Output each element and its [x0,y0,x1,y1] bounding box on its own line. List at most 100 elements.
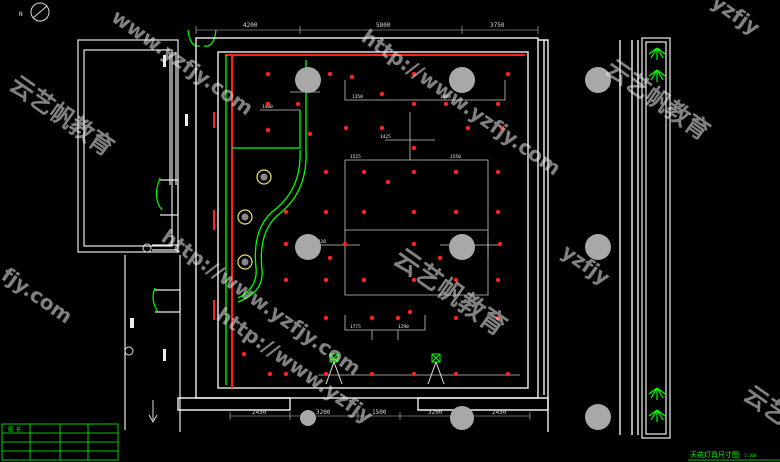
downlight-25 [283,209,289,215]
downlight-34 [497,241,503,247]
dim-bottom-3: 1500 [372,409,387,416]
downlight-19 [323,169,329,175]
dim-interior-1: 1350 [352,94,363,100]
downlight-13 [343,125,349,131]
columns [295,67,611,430]
downlight-1 [265,71,271,77]
watermark-1: www.yzfjy.com [107,4,258,120]
door-swings [152,29,217,313]
top-dimensions [195,26,539,34]
downlight-11 [265,127,271,133]
downlight-27 [361,209,367,215]
downlight-33 [411,241,417,247]
downlight-21 [411,169,417,175]
downlight-53 [453,371,459,377]
downlight-50 [323,371,329,377]
curved-feature-wall [225,55,307,385]
downlight-3 [295,101,301,107]
downlight-42 [495,277,501,283]
downlight-12 [307,131,313,137]
watermark-4: 云艺帆教育 [601,54,715,146]
dim-interior-8: 1290 [398,324,409,330]
downlight-22 [453,169,459,175]
downlight-39 [361,277,367,283]
downlight-32 [342,241,348,247]
dim-interior-10: 1425 [380,134,391,140]
watermark-5: yzfjy [707,0,764,40]
downlight-41 [453,277,459,283]
watermark-2: http://www.yzfjy.com [357,24,565,180]
drawing-title-text: 天花灯具尺寸图 [690,450,739,459]
downlight-20 [361,169,367,175]
dim-top-1: 4200 [243,22,258,29]
downlight-54 [505,371,511,377]
downlight-43 [323,315,329,321]
pendant-fixtures [237,169,272,270]
downlight-36 [437,255,443,261]
right-planting-strip [641,37,671,439]
downlight-18 [411,145,417,151]
downlight-2 [265,101,271,107]
left-annex [77,39,181,432]
downlight-17 [499,125,505,131]
downlight-26 [323,209,329,215]
exit-signs [325,353,445,385]
downlight-31 [283,241,289,247]
downlight-37 [283,277,289,283]
downlight-5 [349,74,355,80]
north-label: N [19,11,23,18]
title-block [1,423,119,461]
watermarks: www.yzfjy.com http://www.yzfjy.com 云艺帆教育… [0,0,780,430]
watermark-9: fjy.com [0,262,77,328]
downlight-51 [369,371,375,377]
downlight-7 [411,71,417,77]
downlight-44 [369,315,375,321]
main-room-walls [177,37,639,435]
downlight-6 [379,91,385,97]
downlight-40 [411,277,417,283]
drawing-title: 天花灯具尺寸图 1:100 [688,450,780,461]
north-arrow: N [19,2,50,22]
downlight-47 [495,315,501,321]
bottom-dimensions [229,412,531,420]
dim-bottom-2: 3200 [316,409,331,416]
dim-top-2: 5800 [376,22,391,29]
dim-interior-7: 1775 [350,324,361,330]
downlights [241,71,511,377]
downlight-46 [453,315,459,321]
downlight-56 [267,371,273,377]
plant-symbols [648,47,666,422]
dim-interior-9: 1400 [262,104,273,110]
title-block-label: 图 名 [8,426,21,433]
downlight-4 [327,71,333,77]
dim-interior-5: 1320 [315,239,326,245]
dim-bottom-4: 3200 [428,409,443,416]
downlight-23 [495,169,501,175]
downlight-55 [241,351,247,357]
downlight-38 [323,277,329,283]
downlight-29 [453,209,459,215]
downlight-16 [465,125,471,131]
dim-top-3: 3750 [490,22,505,29]
cove-red-line [213,54,525,388]
downlight-35 [327,255,333,261]
dim-bottom-1: 2450 [252,409,267,416]
downlight-8 [443,101,449,107]
dim-interior-3: 1525 [350,154,361,160]
downlight-45 [395,315,401,321]
downlight-49 [283,371,289,377]
downlight-9 [495,101,501,107]
downlight-28 [411,209,417,215]
drawing-scale: 1:100 [744,453,757,458]
downlight-52 [411,371,417,377]
dim-interior-4: 1550 [450,154,461,160]
watermark-3: 云艺帆教育 [5,70,119,162]
downlight-48 [407,309,413,315]
watermark-10: 云艺 [739,380,780,430]
downlight-14 [379,125,385,131]
left-annex-symbols [124,55,188,424]
downlight-10 [505,71,511,77]
dim-bottom-5: 2450 [492,409,507,416]
downlight-30 [495,209,501,215]
